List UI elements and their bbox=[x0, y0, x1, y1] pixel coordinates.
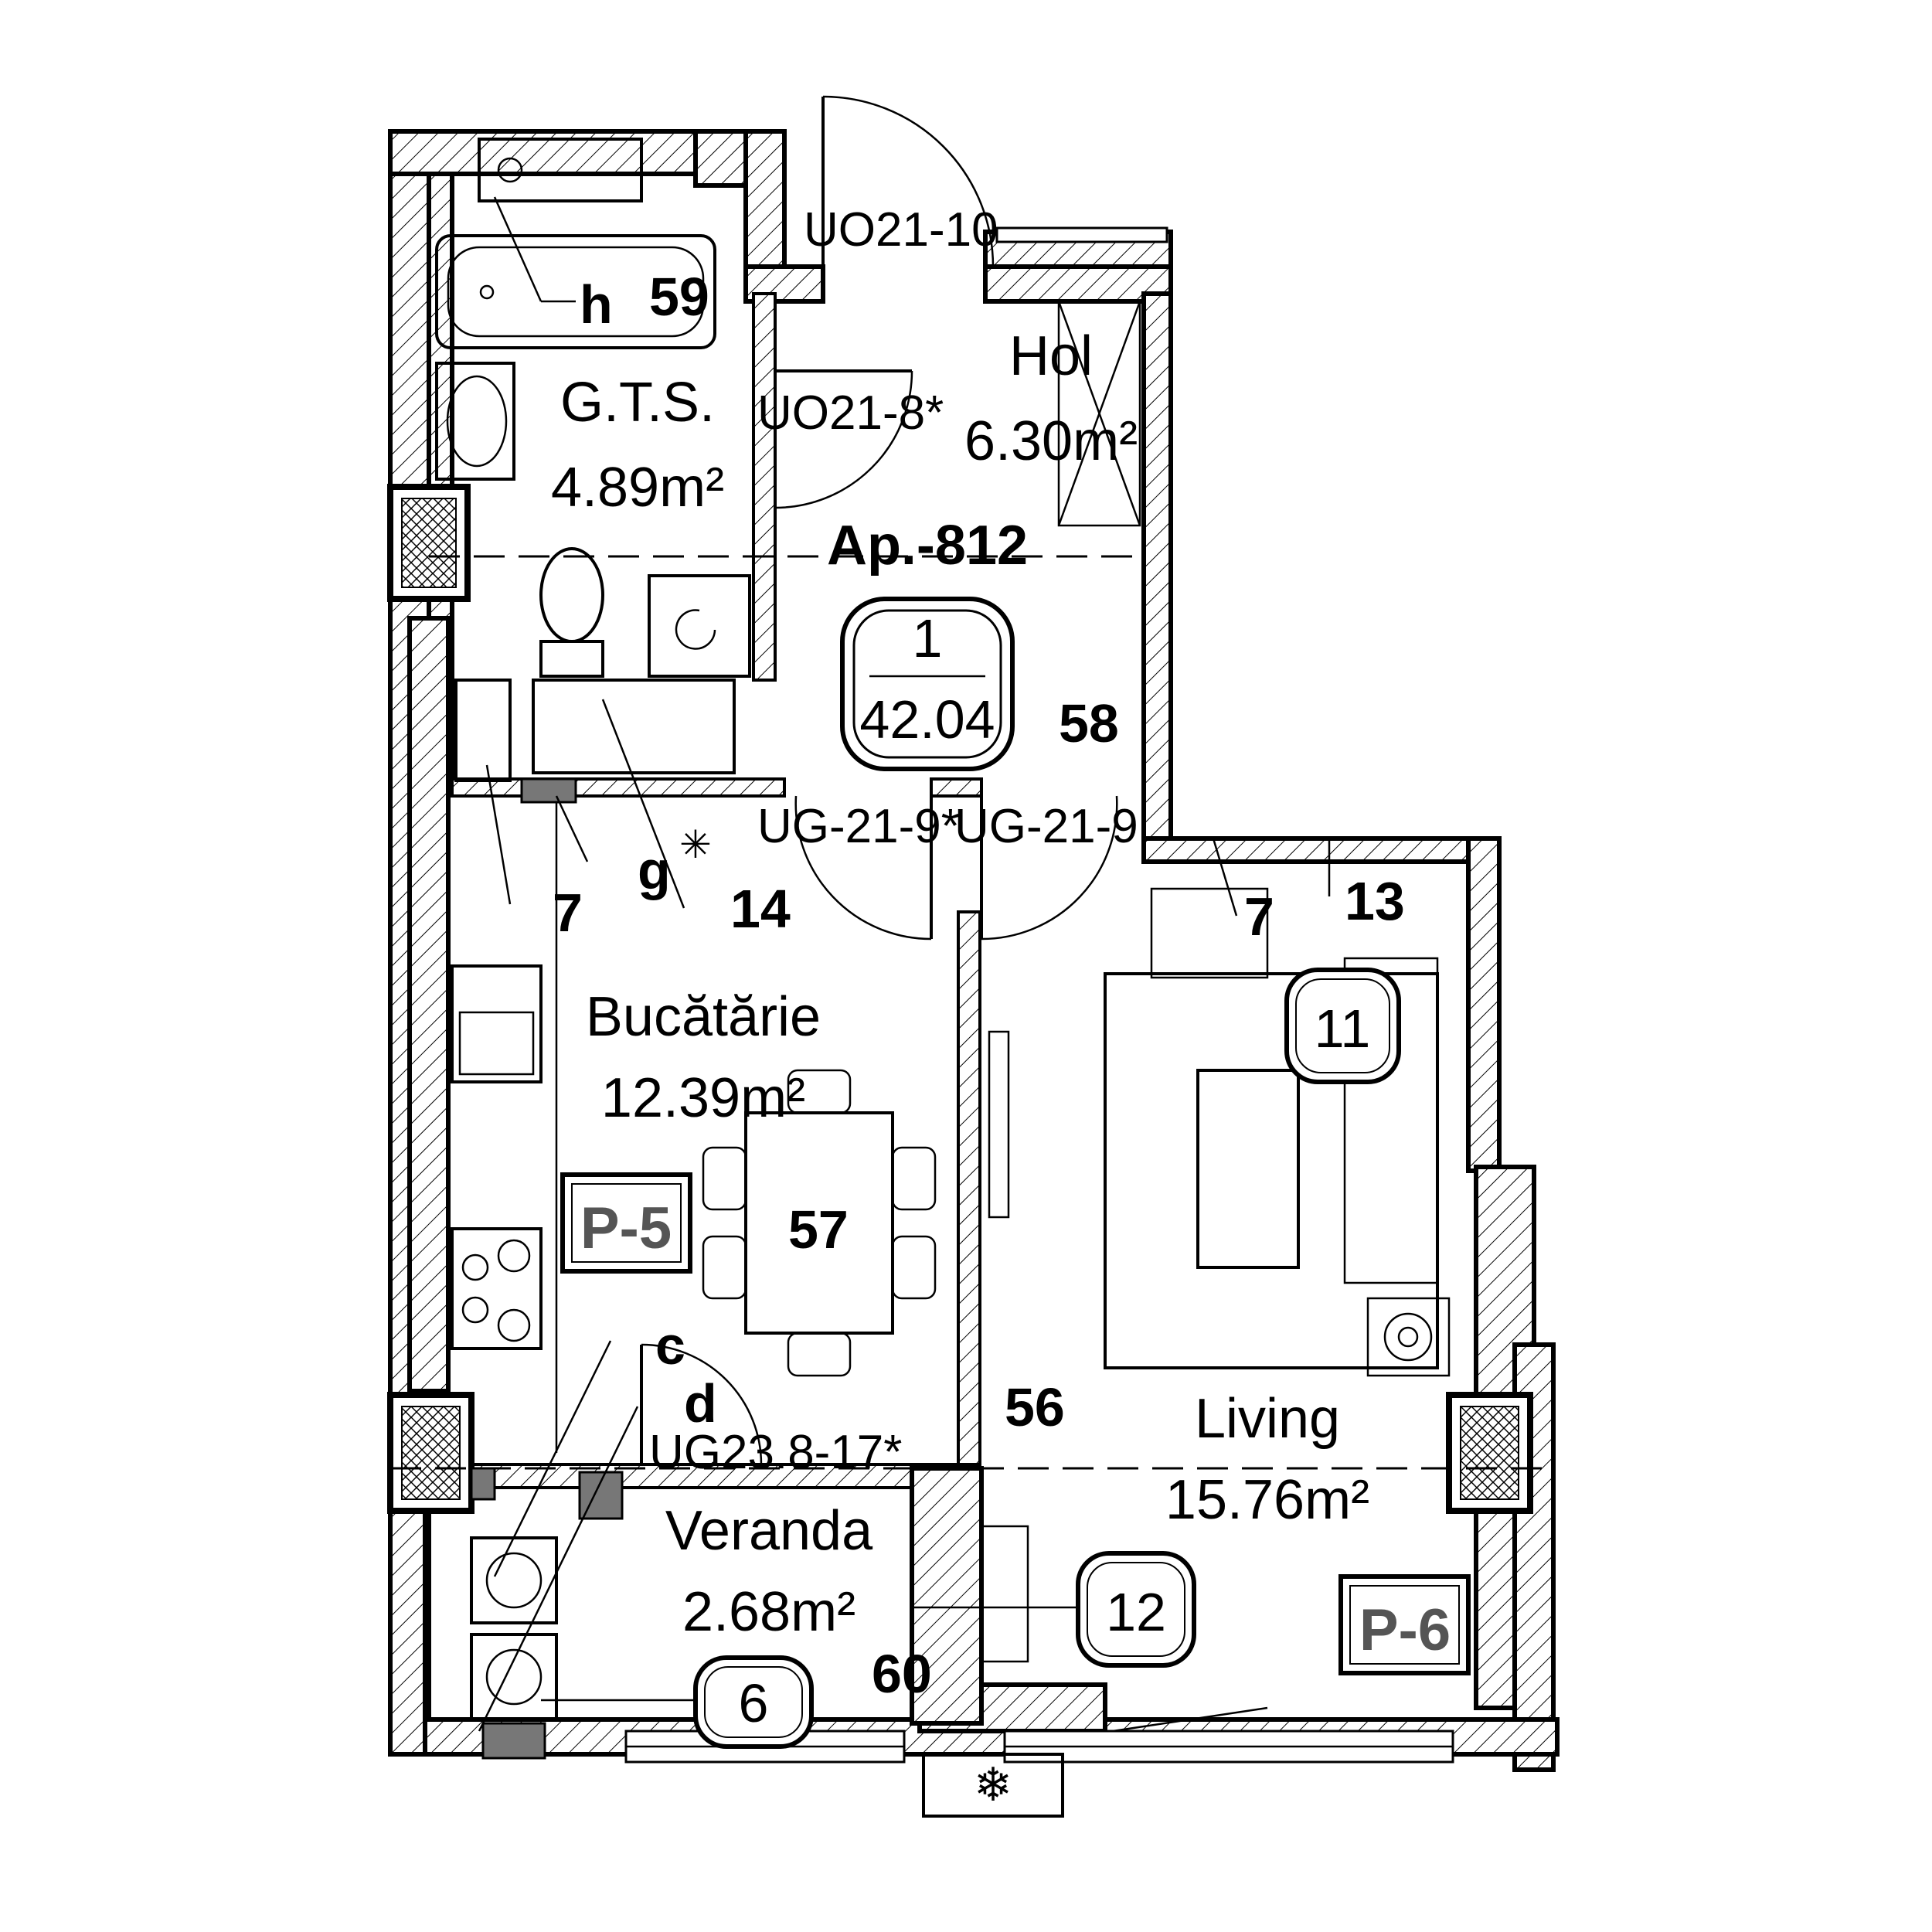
svg-text:✳: ✳ bbox=[679, 823, 712, 866]
apartment-area: 42.04 bbox=[859, 689, 995, 750]
svg-text:❄: ❄ bbox=[974, 1759, 1012, 1811]
badge-6-label: 6 bbox=[739, 1673, 769, 1733]
marker-c: c bbox=[655, 1315, 685, 1376]
veranda-name: Veranda bbox=[665, 1500, 873, 1562]
marker-h: h bbox=[580, 274, 613, 335]
badge-12: 12 bbox=[1076, 1551, 1196, 1668]
door-code-veranda: UG23.8-17* bbox=[649, 1426, 902, 1479]
hol-name: Hol bbox=[1009, 325, 1093, 387]
bucatarie-name: Bucătărie bbox=[586, 986, 821, 1048]
pillar-p5: P-5 bbox=[560, 1172, 692, 1274]
marker-7b: 7 bbox=[1244, 886, 1274, 947]
marker-14: 14 bbox=[730, 879, 791, 939]
gts-name: G.T.S. bbox=[560, 372, 715, 434]
door-code-bath: UO21-8* bbox=[757, 386, 944, 440]
bucatarie-area: 12.39m² bbox=[601, 1067, 805, 1129]
veranda-area: 2.68m² bbox=[682, 1581, 855, 1643]
marker-57: 57 bbox=[788, 1199, 849, 1260]
door-code-kitchen: UG-21-9* bbox=[757, 800, 960, 853]
living-area: 15.76m² bbox=[1165, 1469, 1369, 1531]
hol-area: 6.30m² bbox=[964, 410, 1138, 472]
gts-area: 4.89m² bbox=[551, 457, 724, 519]
doors bbox=[640, 95, 1268, 1733]
marker-d: d bbox=[684, 1373, 717, 1434]
living-name: Living bbox=[1195, 1388, 1340, 1450]
leader-lines bbox=[478, 196, 1331, 1732]
fixtures: ✳ ❄ bbox=[435, 138, 1451, 1818]
pillar-p6: P-6 bbox=[1338, 1574, 1471, 1675]
apartment-label: Ap.-812 bbox=[827, 515, 1028, 577]
badge-6: 6 bbox=[693, 1655, 814, 1749]
marker-56: 56 bbox=[1005, 1377, 1065, 1437]
badge-11-label: 11 bbox=[1315, 998, 1371, 1059]
door-code-living: UG-21-9 bbox=[954, 800, 1138, 853]
badge-12-label: 12 bbox=[1106, 1582, 1166, 1642]
columns bbox=[387, 484, 1533, 1514]
marker-13: 13 bbox=[1345, 871, 1405, 931]
door-code-entrance: UO21-10 bbox=[804, 203, 998, 257]
pillar-p6-label: P-6 bbox=[1359, 1597, 1451, 1663]
apartment-badge: 1 42.04 bbox=[840, 597, 1015, 771]
marker-60: 60 bbox=[872, 1644, 932, 1704]
marker-7a: 7 bbox=[553, 883, 583, 943]
apartment-number: 1 bbox=[913, 608, 943, 668]
pillar-p5-label: P-5 bbox=[580, 1196, 672, 1261]
marker-59: 59 bbox=[649, 267, 709, 327]
marker-g: g bbox=[638, 840, 671, 900]
badge-11: 11 bbox=[1284, 968, 1401, 1084]
marker-58: 58 bbox=[1059, 693, 1119, 753]
